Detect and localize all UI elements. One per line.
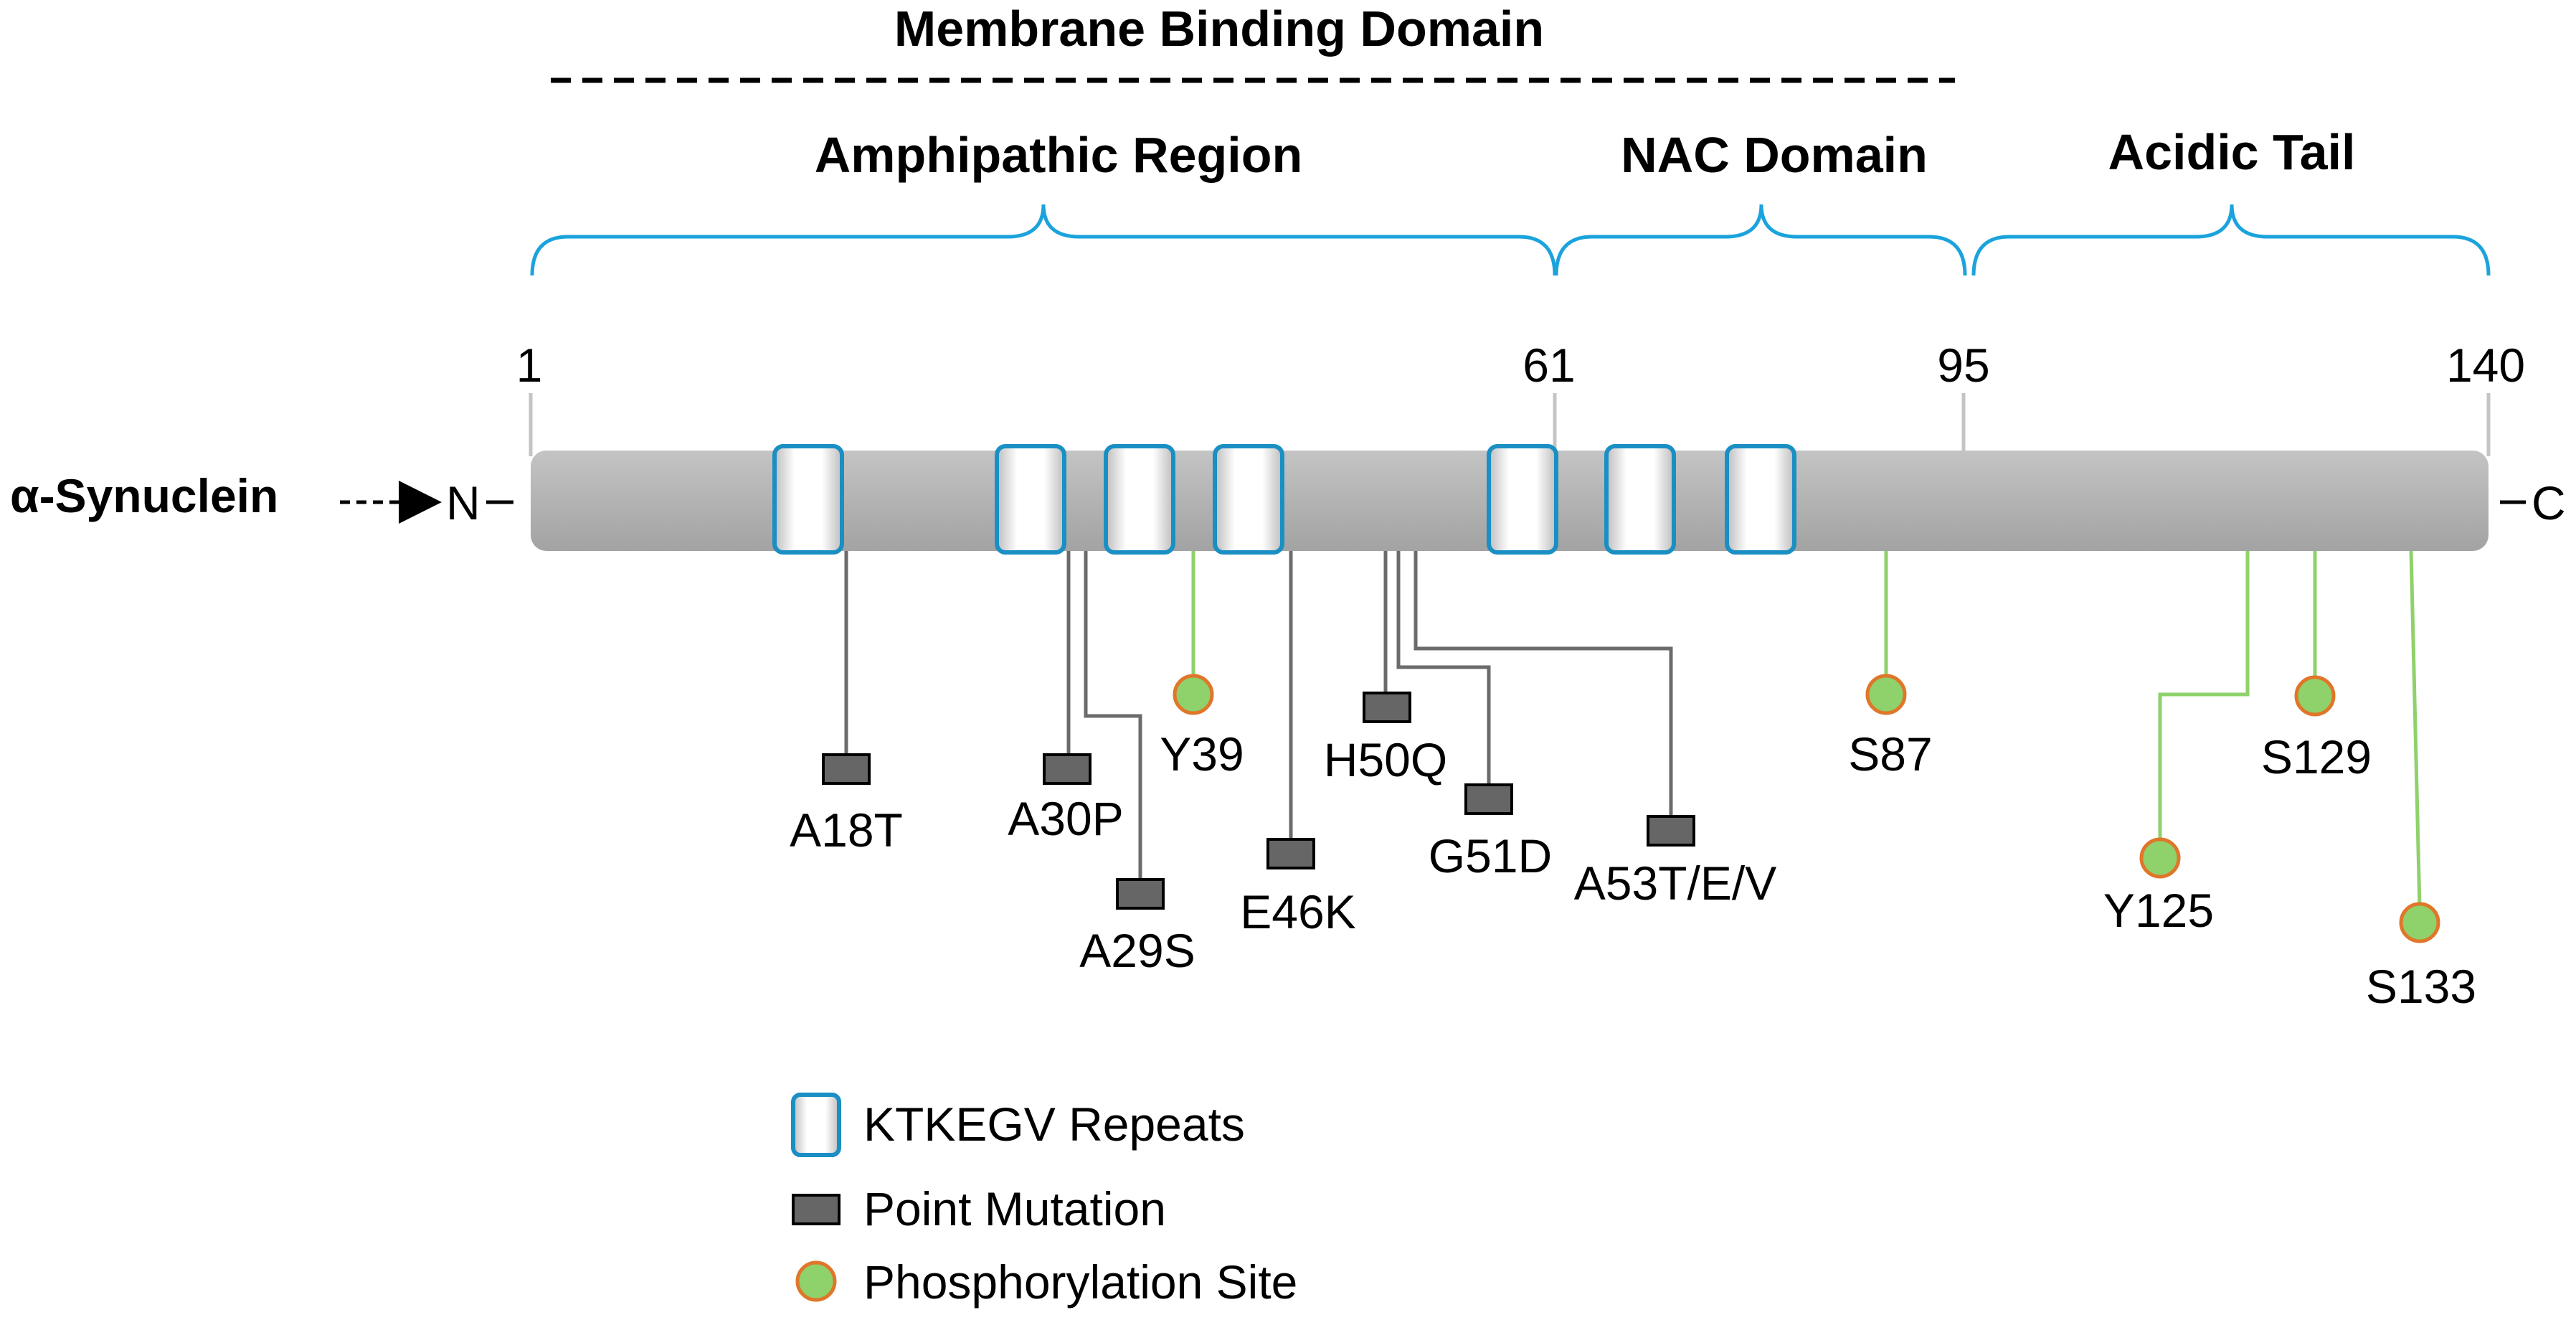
mutation-marker-A53T (1647, 815, 1695, 847)
legend-mutation-icon (792, 1194, 840, 1225)
bracket-amphipathic (530, 204, 1557, 276)
n-terminus-label: N (446, 476, 480, 529)
connector-G51D (1396, 551, 1491, 792)
ktkegv-repeat (995, 444, 1066, 555)
ktkegv-repeats (772, 444, 1796, 555)
region-brackets (530, 204, 2491, 276)
legend-phospho-label: Phosphorylation Site (863, 1255, 1297, 1309)
mutation-connectors (844, 551, 1673, 884)
ktkegv-repeat (1487, 444, 1558, 555)
ktkegv-repeat (1604, 444, 1676, 555)
mutation-label-A18T: A18T (790, 803, 903, 857)
region-label-nac: NAC Domain (1621, 127, 1928, 183)
phospho-connectors (1191, 550, 2422, 909)
mutation-label-E46K: E46K (1240, 885, 1355, 938)
mutation-label-H50Q: H50Q (1324, 733, 1447, 786)
connector-A29S (1084, 551, 1142, 884)
phospho-markers (1173, 674, 2440, 943)
legend-mutation-label: Point Mutation (863, 1182, 1166, 1235)
boundary-label-140: 140 (2446, 339, 2525, 392)
connector-A53T (1414, 551, 1673, 819)
c-terminus-label: C (2532, 476, 2566, 529)
mutation-marker-A18T (822, 753, 871, 785)
mutation-marker-G51D (1464, 783, 1513, 815)
legend-repeats-label: KTKEGV Repeats (863, 1098, 1245, 1151)
mutation-marker-E46K (1266, 838, 1315, 869)
boundary-label-61: 61 (1523, 339, 1575, 392)
boundary-ticks (529, 393, 2491, 456)
phospho-label-Y125: Y125 (2103, 884, 2214, 937)
ktkegv-repeat (772, 444, 844, 555)
bracket-acidic-tail (1971, 204, 2491, 276)
mutation-label-A29S: A29S (1079, 924, 1195, 977)
mutation-marker-A30P (1043, 753, 1092, 785)
phospho-marker-S129 (2294, 675, 2336, 717)
legend-repeat-icon (791, 1093, 841, 1157)
ktkegv-repeat (1213, 444, 1284, 555)
phospho-marker-S133 (2399, 902, 2440, 943)
phospho-label-S87: S87 (1848, 727, 1932, 781)
mutation-marker-H50Q (1363, 692, 1411, 723)
mutation-label-A30P: A30P (1008, 792, 1123, 845)
legend-phospho-icon (795, 1260, 837, 1302)
bracket-nac (1554, 204, 1967, 276)
boundary-label-1: 1 (516, 339, 543, 392)
connector-S133 (2409, 550, 2422, 909)
phospho-label-Y39: Y39 (1160, 727, 1244, 781)
ktkegv-repeat (1725, 444, 1796, 555)
phospho-marker-S87 (1865, 674, 1907, 715)
boundary-label-95: 95 (1937, 339, 1989, 392)
region-label-acidic-tail: Acidic Tail (2108, 124, 2356, 180)
phospho-marker-Y125 (2139, 837, 2181, 879)
region-label-amphipathic: Amphipathic Region (815, 127, 1303, 183)
mutation-marker-A29S (1116, 878, 1165, 910)
mutation-label-A53T: A53T/E/V (1574, 857, 1776, 910)
mutation-markers (822, 692, 1695, 910)
phospho-label-S129: S129 (2261, 730, 2372, 783)
phospho-label-S133: S133 (2366, 960, 2476, 1013)
connector-Y125 (2158, 551, 2250, 841)
phospho-marker-Y39 (1173, 674, 1214, 715)
membrane-binding-domain-title: Membrane Binding Domain (894, 1, 1544, 57)
protein-name-label: α-Synuclein (10, 469, 278, 522)
ktkegv-repeat (1104, 444, 1175, 555)
legend: KTKEGV Repeats Point Mutation Phosphoryl… (791, 1093, 1297, 1309)
mutation-label-G51D: G51D (1429, 829, 1552, 882)
